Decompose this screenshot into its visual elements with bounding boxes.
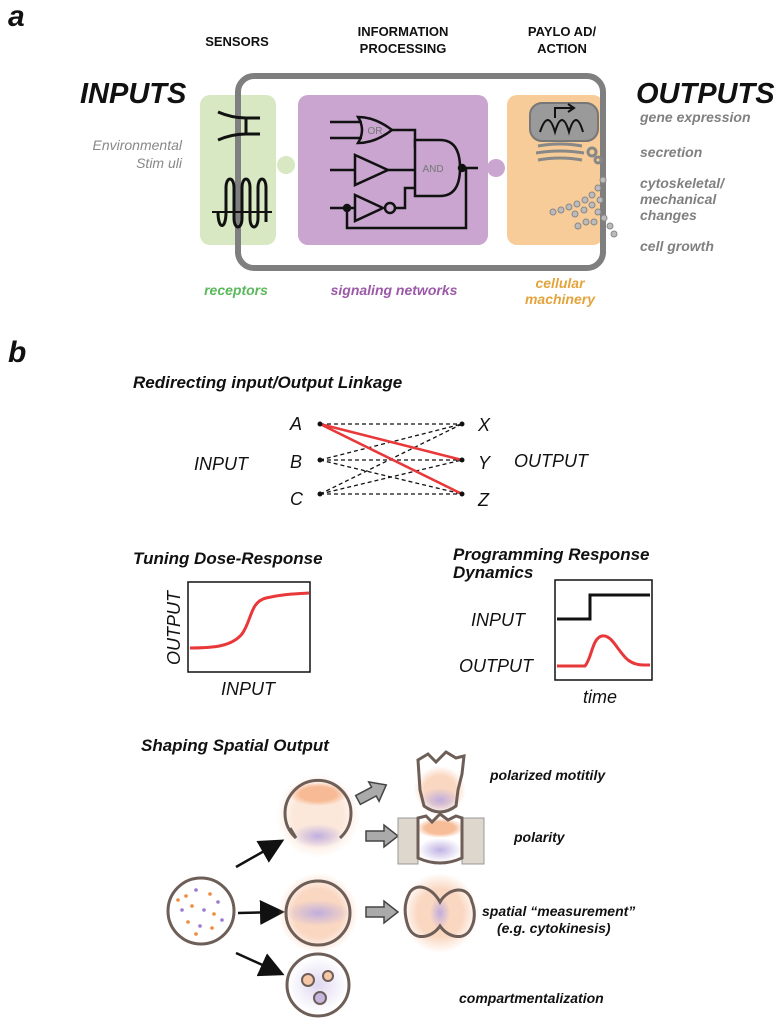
dyn-title-2: Dynamics <box>453 563 533 582</box>
gate-or-label: OR <box>368 126 383 137</box>
node-a: A <box>289 414 302 434</box>
dyn-input-label: INPUT <box>471 610 527 630</box>
header-payload-2: ACTION <box>537 41 587 56</box>
output-gene-expression: gene expression <box>639 109 751 125</box>
label-receptors: receptors <box>204 282 268 298</box>
header-payload-1: PAYLO AD/ <box>528 24 597 39</box>
spatial-label-motility: polarized motitily <box>489 767 606 783</box>
dyn-title-1: Programming Response <box>453 545 650 564</box>
dyn-xlabel: time <box>583 687 617 707</box>
receptor-y-icon <box>217 110 260 142</box>
polarity-cell <box>416 812 464 865</box>
linkage-red-lines <box>319 422 463 496</box>
output-changes: changes <box>640 207 697 223</box>
node-b: B <box>290 452 302 472</box>
gate-and-label: AND <box>422 164 443 175</box>
node-y: Y <box>478 453 492 473</box>
dose-title: Tuning Dose-Response <box>133 549 323 568</box>
logic-gates-icon <box>330 115 478 230</box>
inputs-title: INPUTS <box>80 78 187 110</box>
output-mechanical: mechanical <box>640 191 717 207</box>
dose-ylabel: OUTPUT <box>164 589 184 665</box>
arrow-to-compartment-cell <box>235 951 285 977</box>
label-signaling: signaling networks <box>331 282 458 298</box>
signaling-connector <box>487 159 505 177</box>
band-cell <box>284 879 352 947</box>
dyn-output-pulse <box>557 634 651 668</box>
panel-a-letter: a <box>8 0 25 33</box>
spatial-label-polarity: polarity <box>513 829 566 845</box>
output-cell-growth: cell growth <box>640 238 714 254</box>
spatial-title: Shaping Spatial Output <box>141 736 330 755</box>
redirect-input-label: INPUT <box>194 454 250 474</box>
dividing-cell <box>403 885 476 938</box>
stimuli-line-1: Environmental <box>93 137 183 153</box>
gray-arrow-motility <box>354 780 388 806</box>
header-sensors: SENSORS <box>205 34 269 49</box>
receptors-connector <box>277 156 295 174</box>
gray-arrow-polarity <box>365 823 400 849</box>
dyn-output-label: OUTPUT <box>459 656 535 676</box>
dose-xlabel: INPUT <box>221 679 277 699</box>
spatial-label-measurement: spatial “measurement” <box>482 903 635 919</box>
polar-cell <box>283 778 353 840</box>
cell-frame <box>235 73 606 271</box>
panel-b-letter: b <box>8 336 26 369</box>
compartment-cell <box>285 952 351 1018</box>
linkage-dots <box>317 421 465 497</box>
redirect-output-label: OUTPUT <box>514 451 590 471</box>
dose-plot-frame <box>187 581 311 673</box>
dose-curve <box>189 591 310 650</box>
label-machinery-2: machinery <box>525 291 596 307</box>
spatial-label-compartmentalization: compartmentalization <box>459 990 604 1006</box>
golgi-icon <box>535 142 603 165</box>
header-info-1: INFORMATION <box>358 24 449 39</box>
cytoskeleton-icon <box>549 176 618 238</box>
header-info-2: PROCESSING <box>360 41 447 56</box>
start-cell-speckles <box>176 888 224 936</box>
dyn-plot-frame <box>554 579 653 681</box>
gray-arrow-measurement <box>365 899 400 925</box>
dyn-input-step <box>557 593 650 621</box>
output-cytoskeletal: cytoskeletal/ <box>640 175 726 191</box>
spatial-label-cytokinesis: (e.g. cytokinesis) <box>497 920 611 936</box>
start-cell <box>166 876 236 946</box>
node-z: Z <box>477 490 490 510</box>
stimuli-line-2: Stim uli <box>136 155 183 171</box>
motile-cell <box>416 750 466 814</box>
label-machinery-1: cellular <box>535 275 586 291</box>
receptor-coil-icon <box>216 177 268 229</box>
arrow-to-polar-cell <box>235 839 285 869</box>
node-x: X <box>477 415 491 435</box>
node-c: C <box>290 489 304 509</box>
outputs-title: OUTPUTS <box>636 78 775 110</box>
redirect-title: Redirecting input/Output Linkage <box>133 373 402 392</box>
output-secretion: secretion <box>640 144 702 160</box>
arrow-to-band-cell <box>237 899 285 925</box>
